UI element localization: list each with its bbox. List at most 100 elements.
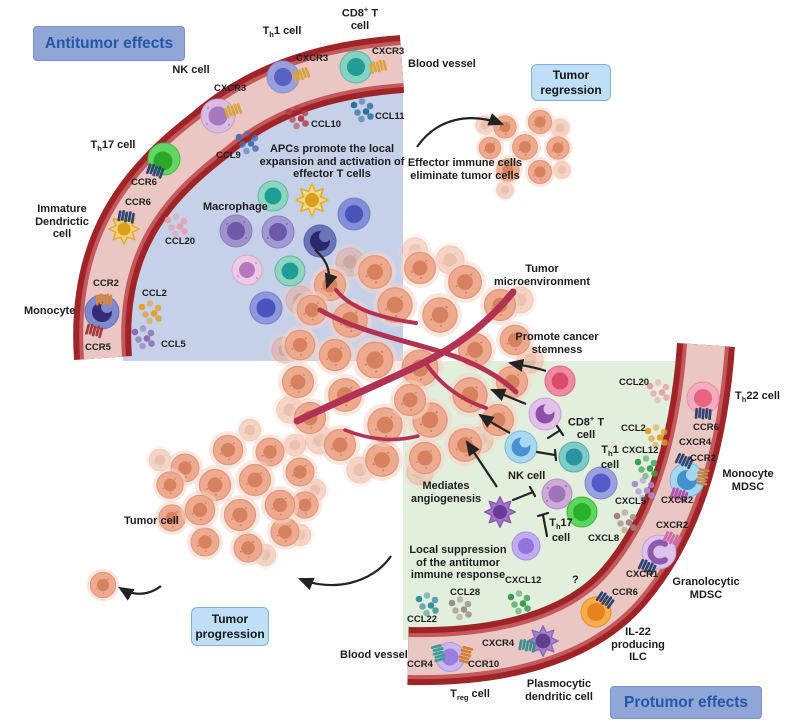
receptor-label-ccr6-ilc: CCR6 (612, 587, 638, 598)
label-monocyte: Monocyte (24, 305, 76, 317)
tbar-th1 (535, 448, 558, 462)
monocyte-cell-left (84, 294, 120, 330)
receptor-label-ccr4-treg: CCR4 (407, 659, 433, 670)
nk-cell-green (541, 478, 573, 510)
blood-vessel-top (73, 35, 405, 361)
receptor-label-ccr2-monocyte: CCR2 (93, 278, 119, 289)
lymphocyte-cell (337, 197, 371, 231)
receptor-label-cxcr3-th1: CXCR3 (296, 53, 329, 64)
th1-cell-top (266, 60, 300, 94)
label-th17-cell-left: Th17 cell (90, 139, 136, 154)
chemokine-label-ccl9: CCL9 (216, 150, 241, 161)
mast-cell (544, 365, 576, 397)
chemokine-label-ccl20-left: CCL20 (165, 236, 196, 247)
receptor-label-cxcr1-gran: CXCR1 (626, 569, 659, 580)
annotation-mediates-angiogenesis: Mediates angiogenesis (410, 480, 482, 505)
arrow-detaching-cell (118, 585, 162, 601)
macrophage-cell (219, 214, 253, 248)
chemokine-label-ccl11: CCL11 (375, 111, 405, 122)
ccr2-receptor-monocyte (96, 293, 113, 306)
arrow-angiogenesis (465, 440, 498, 488)
annotation-question-mark: ? (572, 574, 579, 586)
receptor-label-cxcr4-pdc: CXCR4 (482, 638, 515, 649)
treg-cell-green (511, 531, 541, 561)
arrow-stemness-3 (478, 413, 511, 434)
tumor-progression-banner: Tumor progression (191, 607, 269, 646)
arrow-tumor-progression (297, 555, 392, 591)
tbar-cd8 (546, 424, 565, 440)
apc-dendritic-cell (295, 183, 329, 217)
label-th1-cell-green: Th1 cell (600, 444, 620, 471)
label-monocyte-mdsc: Monocyte MDSC (722, 468, 774, 493)
chemokine-label-cxcl5: CXCL5 (615, 496, 647, 507)
chemokine-label-ccl28: CCL28 (450, 587, 481, 598)
chemokine-label-ccl5: CCL5 (161, 339, 186, 350)
arrow-stemness-2 (489, 388, 527, 406)
tumor-microenvironment-mass (267, 233, 548, 490)
antitumor-effects-banner: Antitumor effects (33, 26, 185, 61)
th22-cell (686, 381, 720, 415)
detached-tumor-cell (86, 568, 120, 602)
receptor-label-ccr2-mdsc: CCR2 (690, 453, 716, 464)
receptor-label-ccr6-idc: CCR6 (125, 197, 151, 208)
teal-immune-cell (274, 255, 306, 287)
chemokine-label-cxcl12-bottom: CXCL12 (505, 575, 542, 586)
protumor-effects-banner: Protumor effects (610, 686, 762, 719)
chemokine-label-ccl22: CCL22 (407, 614, 438, 625)
teal-immune-cell (257, 180, 289, 212)
label-th22-cell: Th22 cell (735, 390, 780, 405)
tbar-th17 (536, 511, 550, 538)
mdsc-cell (504, 430, 538, 464)
lymphocyte-cell (249, 291, 283, 325)
label-cd8-t-cell-top: CD8+ T cell (341, 5, 379, 33)
monocyte-cell (528, 397, 562, 431)
label-macrophage: Macrophage (203, 201, 268, 213)
plasmocytic-dendritic-cell-shape (527, 625, 559, 657)
granulocytic-mdsc-cell (641, 534, 677, 570)
progressing-tumor-mass (145, 415, 330, 570)
nk-cell-top (200, 98, 236, 134)
label-il22-producing-ilc: IL-22 producing ILC (611, 626, 665, 664)
receptor-label-ccr6-th22: CCR6 (693, 422, 719, 433)
label-granulocytic-mdsc: Granolocytic MDSC (672, 576, 740, 601)
label-plasmocytic-dendritic-cell: Plasmocytic dendritic cell (525, 678, 593, 703)
arrow-stemness-1 (507, 358, 547, 373)
arrows (118, 113, 547, 601)
th1-cell-green (558, 441, 590, 473)
annotation-tumor-microenvironment: Tumor microenvironment (494, 263, 590, 288)
receptor-label-cxcr3-cd8: CXCR3 (372, 46, 405, 57)
il22-ilc-cell (580, 596, 612, 628)
chemokine-label-ccl2-right: CCL2 (621, 423, 646, 434)
chemokine-label-cxcl12-right: CXCL12 (622, 445, 659, 456)
label-blood-vessel-top: Blood vessel (408, 58, 476, 70)
chemokine-label-ccl20-right: CCL20 (619, 377, 650, 388)
macrophage-cell (261, 215, 295, 249)
annotation-promote-stemness: Promote cancer stemness (515, 331, 599, 356)
blood-vessel-bottom (407, 342, 735, 686)
th17-cell-green (566, 496, 598, 528)
label-blood-vessel-bottom: Blood vessel (340, 649, 408, 661)
lymphocyte-cell (584, 466, 618, 500)
annotation-local-suppression: Local suppression of the antitumor immun… (409, 544, 507, 582)
regressing-tumor-mass (472, 106, 574, 202)
tumor-blood-vessels (293, 288, 519, 442)
label-th1-cell-top: Th1 cell (262, 25, 302, 40)
receptor-label-ccr10-treg: CCR10 (468, 659, 500, 670)
receptor-label-cxcr2-mdsc: CXCR2 (661, 495, 694, 506)
chemokine-label-ccl10: CCL10 (311, 119, 342, 130)
protumor-immune-cells (484, 365, 618, 561)
label-treg-cell: Treg cell (450, 688, 490, 703)
arrow-tumor-regression (416, 113, 505, 148)
pink-immune-cell (231, 254, 263, 286)
dendritic-cell-green (484, 496, 516, 528)
inhibition-bars (511, 424, 565, 538)
immature-dendritic-cell (108, 213, 140, 245)
label-nk-cell-top: NK cell (172, 64, 210, 76)
annotation-apc: APCs promote the local expansion and act… (259, 143, 405, 181)
cd8-t-cell-top (339, 50, 373, 84)
protumor-vessel-cells (435, 381, 720, 672)
label-nk-cell-green: NK cell (508, 470, 546, 482)
receptor-label-cxcr4-mdsc: CXCR4 (679, 437, 712, 448)
